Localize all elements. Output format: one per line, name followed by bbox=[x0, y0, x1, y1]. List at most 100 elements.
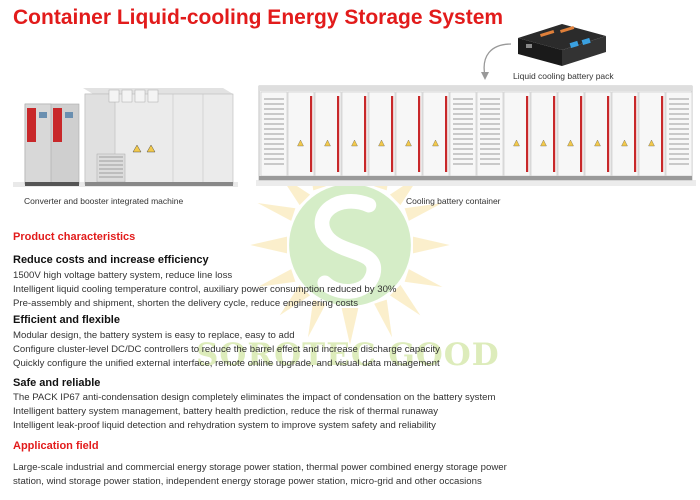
list-item: Modular design, the battery system is ea… bbox=[13, 330, 295, 341]
section-title-safe: Safe and reliable bbox=[13, 377, 101, 389]
list-item: Quickly configure the unified external i… bbox=[13, 358, 440, 369]
vent-slat bbox=[453, 133, 473, 135]
vent-slat bbox=[480, 123, 500, 125]
vent-slat bbox=[480, 128, 500, 130]
vent-slat bbox=[669, 123, 689, 125]
vent-slat bbox=[453, 113, 473, 115]
door-red-strip bbox=[580, 96, 583, 172]
vent-slat bbox=[480, 158, 500, 160]
watermark-text: SOROTEC GOOD bbox=[196, 337, 500, 373]
vent-slat bbox=[669, 103, 689, 105]
battery-pack-image bbox=[518, 24, 606, 66]
vent-slat bbox=[669, 158, 689, 160]
vent-slat bbox=[264, 108, 284, 110]
vent-slat bbox=[480, 163, 500, 165]
door-red-strip bbox=[634, 96, 637, 172]
vent-slat bbox=[453, 158, 473, 160]
container-door bbox=[638, 91, 666, 177]
door-red-strip bbox=[526, 96, 529, 172]
container-door bbox=[368, 91, 396, 177]
door-red-strip bbox=[391, 96, 394, 172]
page-title: Container Liquid-cooling Energy Storage … bbox=[13, 6, 504, 29]
vent-slat bbox=[264, 113, 284, 115]
vent-slat bbox=[453, 123, 473, 125]
section-title-cost: Reduce costs and increase efficiency bbox=[13, 254, 209, 266]
vent-slat bbox=[480, 118, 500, 120]
vent-slat bbox=[480, 138, 500, 140]
vent-slat bbox=[480, 148, 500, 150]
warning-icon bbox=[324, 139, 331, 147]
cooling-container-image bbox=[256, 85, 696, 186]
warning-icon bbox=[432, 139, 439, 147]
container-door bbox=[422, 91, 450, 177]
list-item: Pre-assembly and shipment, shorten the d… bbox=[13, 298, 359, 309]
vent-slat bbox=[453, 138, 473, 140]
vent-slat bbox=[453, 118, 473, 120]
vent-slat bbox=[480, 108, 500, 110]
vent-slat bbox=[453, 108, 473, 110]
door-red-strip bbox=[418, 96, 421, 172]
vent-slat bbox=[453, 98, 473, 100]
list-item: The PACK IP67 anti-condensation design c… bbox=[13, 392, 496, 403]
battery-pack-caption: Liquid cooling battery pack bbox=[513, 71, 614, 81]
vent-slat bbox=[669, 118, 689, 120]
door-red-strip bbox=[661, 96, 664, 172]
curved-arrow-icon bbox=[481, 43, 512, 80]
vent-slat bbox=[264, 138, 284, 140]
vent-slat bbox=[264, 143, 284, 145]
container-door bbox=[557, 91, 585, 177]
door-red-strip bbox=[310, 96, 313, 172]
list-item: Intelligent liquid cooling temperature c… bbox=[13, 284, 397, 295]
vent-slat bbox=[480, 113, 500, 115]
vent-slat bbox=[264, 118, 284, 120]
door-red-strip bbox=[337, 96, 340, 172]
warning-icon bbox=[648, 139, 655, 147]
converter-booster-image bbox=[13, 88, 238, 187]
vent-slat bbox=[453, 153, 473, 155]
vent-slat bbox=[264, 123, 284, 125]
vent-slat bbox=[480, 133, 500, 135]
container-door bbox=[395, 91, 423, 177]
vent-slat bbox=[669, 133, 689, 135]
container-caption: Cooling battery container bbox=[406, 196, 501, 206]
vent-slat bbox=[669, 163, 689, 165]
list-item: Intelligent leak-proof liquid detection … bbox=[13, 420, 436, 431]
container-door bbox=[314, 91, 342, 177]
vent-slat bbox=[453, 143, 473, 145]
vent-slat bbox=[264, 163, 284, 165]
vent-slat bbox=[264, 128, 284, 130]
vent-slat bbox=[264, 103, 284, 105]
warning-icon bbox=[351, 139, 358, 147]
vent-slat bbox=[264, 133, 284, 135]
container-door bbox=[503, 91, 531, 177]
warning-icon bbox=[540, 139, 547, 147]
vent-slat bbox=[669, 138, 689, 140]
vent-slat bbox=[480, 98, 500, 100]
warning-icon bbox=[405, 139, 412, 147]
list-item: Large-scale industrial and commercial en… bbox=[13, 462, 507, 473]
container-door bbox=[530, 91, 558, 177]
vent-slat bbox=[453, 103, 473, 105]
vent-slat bbox=[480, 153, 500, 155]
container-door bbox=[341, 91, 369, 177]
vent-slat bbox=[669, 128, 689, 130]
door-red-strip bbox=[607, 96, 610, 172]
list-item: 1500V high voltage battery system, reduc… bbox=[13, 270, 233, 281]
warning-icon bbox=[621, 139, 628, 147]
product-characteristics-heading: Product characteristics bbox=[13, 231, 136, 243]
container-door bbox=[287, 91, 315, 177]
vent-slat bbox=[669, 148, 689, 150]
vent-slat bbox=[669, 113, 689, 115]
door-red-strip bbox=[553, 96, 556, 172]
section-title-flexible: Efficient and flexible bbox=[13, 314, 120, 326]
vent-slat bbox=[264, 98, 284, 100]
vent-slat bbox=[264, 148, 284, 150]
door-red-strip bbox=[445, 96, 448, 172]
vent-slat bbox=[264, 158, 284, 160]
warning-icon bbox=[567, 139, 574, 147]
warning-icon bbox=[594, 139, 601, 147]
list-item: Configure cluster-level DC/DC controller… bbox=[13, 344, 440, 355]
vent-slat bbox=[669, 108, 689, 110]
application-field-heading: Application field bbox=[13, 440, 99, 452]
vent-slat bbox=[453, 163, 473, 165]
